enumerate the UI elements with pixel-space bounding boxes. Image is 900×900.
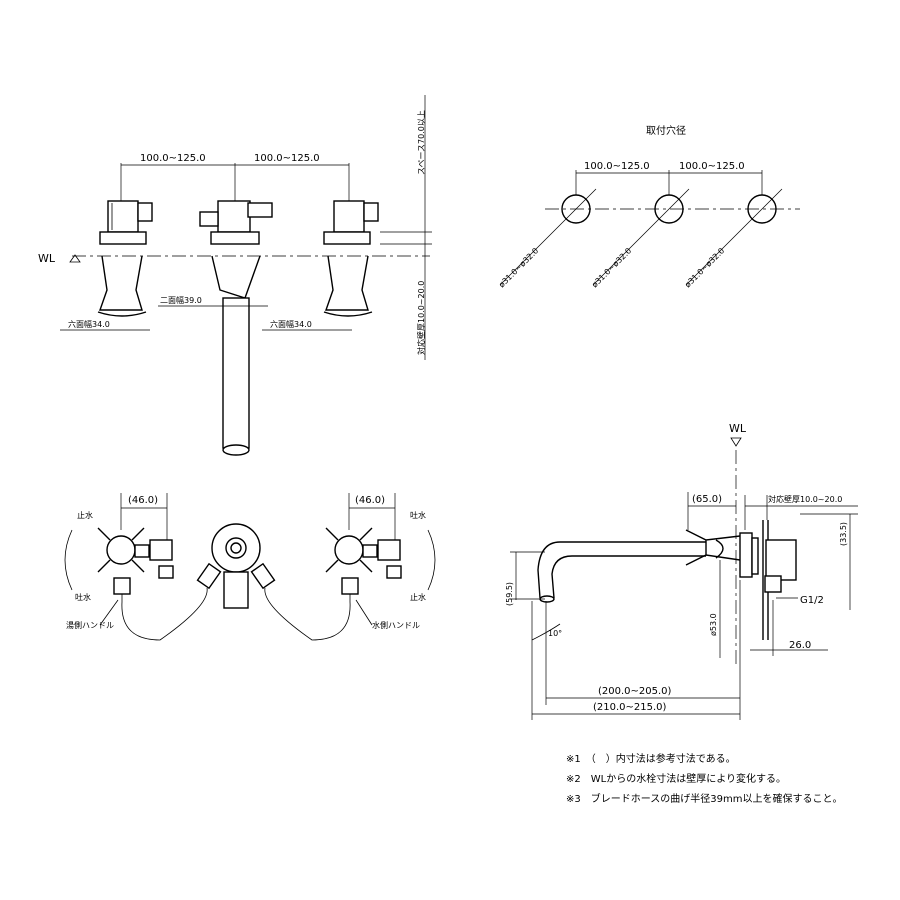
hot-open-label: 吐水 bbox=[75, 592, 91, 602]
hole-3 bbox=[747, 194, 777, 224]
cold-handle-label: 水側ハンドル bbox=[372, 620, 420, 630]
cold-rotate-arrow-icon bbox=[427, 529, 436, 591]
side-d200: (200.0~205.0) bbox=[598, 686, 672, 697]
side-d26: 26.0 bbox=[789, 640, 811, 651]
hole-1 bbox=[561, 194, 591, 224]
side-view: WL G1/2 (65.0) 対応壁厚10.0~20.0 (33.5) bbox=[505, 422, 858, 720]
side-d210: (210.0~215.0) bbox=[593, 702, 667, 713]
side-d53: ø53.0 bbox=[709, 613, 718, 636]
front-view: 100.0~125.0 100.0~125.0 WL スペース70.0以上 対応… bbox=[38, 95, 432, 456]
hot-hose bbox=[121, 587, 208, 641]
hot-rotate-arrow-icon bbox=[64, 529, 73, 591]
cold-hose bbox=[264, 587, 351, 641]
hot-stop-label: 止水 bbox=[77, 510, 93, 520]
spout-front: 二面幅39.0 bbox=[158, 200, 273, 456]
bottom-view: (46.0) (46.0) 止水 吐水 湯側ハンドル bbox=[64, 493, 436, 641]
hole-dia-3: ø31.0~ø32.0 bbox=[683, 246, 726, 289]
side-wall-dim: 対応壁厚10.0~20.0 bbox=[768, 494, 842, 504]
cold-stop-label: 吐水 bbox=[410, 510, 426, 520]
hole-dia-2: ø31.0~ø32.0 bbox=[590, 246, 633, 289]
wl-label: WL bbox=[38, 252, 56, 265]
holes-title: 取付穴径 bbox=[646, 124, 686, 137]
hot-handle-label: 湯側ハンドル bbox=[66, 620, 114, 630]
hole-2 bbox=[654, 194, 684, 224]
mounting-holes: 取付穴径 100.0~125.0 100.0~125.0 ø31.0~ø32.0… bbox=[497, 124, 800, 289]
notes: ※1 （ ）内寸法は参考寸法である。 ※2 WLからの水栓寸法は壁厚により変化す… bbox=[566, 752, 842, 805]
hole-dia-1: ø31.0~ø32.0 bbox=[497, 246, 540, 289]
angle-arc bbox=[531, 623, 561, 641]
front-dim-right: 100.0~125.0 bbox=[254, 153, 320, 164]
holes-dim-right: 100.0~125.0 bbox=[679, 161, 745, 172]
side-wl-label: WL bbox=[729, 422, 747, 435]
spout-bottom bbox=[196, 523, 276, 609]
side-wl-marker-icon bbox=[730, 437, 742, 447]
side-angle: 10° bbox=[548, 629, 562, 638]
note-2: ※2 WLからの水栓寸法は壁厚により変化する。 bbox=[566, 772, 786, 785]
holes-dim-left: 100.0~125.0 bbox=[584, 161, 650, 172]
hot-handle-bottom bbox=[97, 527, 174, 602]
hot-valve-front bbox=[97, 200, 153, 317]
side-g12-dim: G1/2 bbox=[800, 595, 824, 606]
side-d33: (33.5) bbox=[839, 522, 848, 546]
front-space-dim: スペース70.0以上 bbox=[417, 110, 426, 175]
cold-open-label: 止水 bbox=[410, 592, 426, 602]
front-flat-dim: 二面幅39.0 bbox=[160, 295, 202, 305]
bottom-dim-left: (46.0) bbox=[128, 495, 158, 506]
front-hex-right-dim: 六面幅34.0 bbox=[270, 319, 312, 329]
cold-handle-bottom bbox=[325, 527, 402, 602]
side-d59: (59.5) bbox=[505, 582, 514, 606]
cold-valve-front bbox=[323, 200, 379, 317]
bottom-dim-right: (46.0) bbox=[355, 495, 385, 506]
front-hex-left-dim: 六面幅34.0 bbox=[68, 319, 110, 329]
front-wall-dim: 対応壁厚10.0~20.0 bbox=[416, 281, 426, 355]
front-dim-left: 100.0~125.0 bbox=[140, 153, 206, 164]
side-d65: (65.0) bbox=[692, 494, 722, 505]
note-1: ※1 （ ）内寸法は参考寸法である。 bbox=[566, 752, 736, 765]
wl-marker-icon bbox=[69, 254, 81, 263]
note-3: ※3 ブレードホースの曲げ半径39mm以上を確保すること。 bbox=[566, 792, 842, 805]
